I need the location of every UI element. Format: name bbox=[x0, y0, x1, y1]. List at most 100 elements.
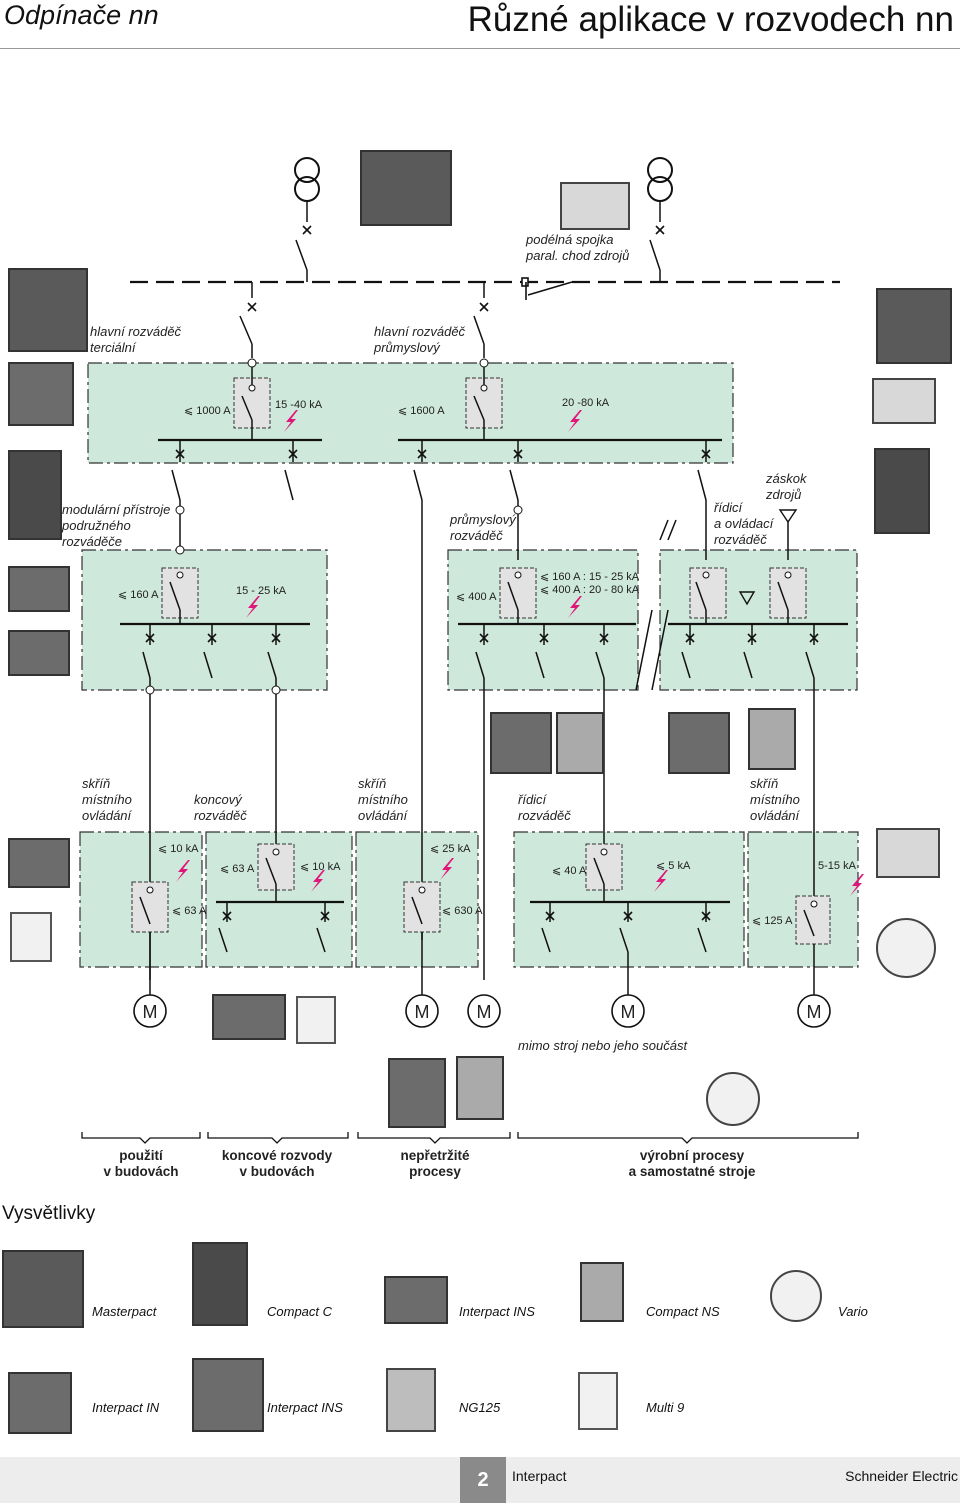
switch-box-160a bbox=[161, 567, 199, 624]
switch-box-40a bbox=[585, 843, 623, 902]
rating-160-400-1: ⩽ 160 A : 15 - 25 kA bbox=[540, 571, 640, 583]
interpact-ins-legend-icon bbox=[384, 1276, 448, 1324]
switch-box-control-b bbox=[769, 567, 807, 624]
page-title: Různé aplikace v rozvodech nn bbox=[467, 0, 954, 39]
interpact-ins-device-icon bbox=[8, 838, 70, 888]
interpact-ins-device-icon bbox=[388, 1058, 446, 1128]
transfer-label-1: záskok bbox=[765, 471, 808, 486]
legend-interpact-ins-2: Interpact INS bbox=[267, 1400, 343, 1415]
interpact-ins-device-icon bbox=[212, 994, 286, 1040]
transfer-triangle-icon bbox=[738, 591, 756, 606]
switch-box-63a-terminal bbox=[257, 843, 295, 902]
footer-brand: Interpact bbox=[512, 1468, 567, 1484]
motor-icon bbox=[133, 994, 831, 1028]
source-transfer-icon bbox=[778, 509, 798, 524]
local-1-label-2: místního bbox=[82, 792, 132, 807]
rating-160-400-2: ⩽ 400 A : 20 - 80 kA bbox=[540, 584, 640, 596]
local-3-label-3: ovládání bbox=[750, 808, 801, 823]
local-1-label-1: skříň bbox=[82, 776, 110, 791]
page-number: 2 bbox=[460, 1457, 506, 1503]
industrial-label-1: průmyslový bbox=[449, 512, 517, 527]
rating-15-40ka: 15 -40 kA bbox=[275, 399, 323, 411]
masterpact-legend-icon bbox=[2, 1250, 84, 1328]
interpact-ins-device-icon bbox=[872, 378, 936, 424]
vario-legend-icon bbox=[770, 1270, 822, 1322]
interpact-in-device-icon bbox=[8, 362, 74, 426]
main-prum-label-2: průmyslový bbox=[373, 340, 441, 355]
compact-c-legend-icon bbox=[192, 1242, 248, 1326]
switch-box-400a bbox=[499, 567, 537, 624]
legend-compact-ns: Compact NS bbox=[646, 1304, 720, 1319]
category-4-line-2: a samostatné stroje bbox=[629, 1164, 756, 1179]
local-2-label-1: skříň bbox=[358, 776, 386, 791]
motor-label: M bbox=[807, 1002, 822, 1022]
category-2-line-1: koncové rozvody bbox=[222, 1148, 333, 1163]
multi9-device-icon bbox=[296, 996, 336, 1044]
category-2-line-2: v budovách bbox=[239, 1164, 314, 1179]
multi9-legend-icon bbox=[578, 1372, 618, 1430]
terminal-label-2: rozváděč bbox=[194, 808, 247, 823]
switch-box-1600a bbox=[465, 367, 503, 440]
category-3-line-1: nepřetržité bbox=[400, 1148, 470, 1163]
masterpact-device-icon bbox=[360, 150, 452, 226]
compact-c-device-icon bbox=[8, 450, 62, 540]
local-3-label-1: skříň bbox=[750, 776, 778, 791]
rating-125a: ⩽ 125 A bbox=[752, 915, 793, 927]
coupler-label-1: podélná spojka bbox=[525, 232, 613, 247]
control-label-2: a ovládací bbox=[714, 516, 775, 531]
motor-label: M bbox=[143, 1002, 158, 1022]
local-2-label-3: ovládání bbox=[358, 808, 409, 823]
switch-box-control-a bbox=[689, 567, 727, 624]
panel-industrial bbox=[447, 549, 639, 691]
legend-ng125: NG125 bbox=[459, 1400, 501, 1415]
control-2-label-2: rozváděč bbox=[518, 808, 571, 823]
rating-1000a: ⩽ 1000 A bbox=[184, 405, 231, 417]
legend-interpact-in: Interpact IN bbox=[92, 1400, 160, 1415]
category-3-line-2: procesy bbox=[409, 1164, 461, 1179]
rating-25ka: ⩽ 25 kA bbox=[430, 843, 471, 855]
legend-vario: Vario bbox=[838, 1304, 868, 1319]
modular-label-3: rozváděče bbox=[62, 534, 122, 549]
category-4-line-1: výrobní procesy bbox=[640, 1148, 745, 1163]
category-1-line-1: použití bbox=[119, 1148, 164, 1163]
panel-terminal bbox=[205, 831, 353, 968]
switch-box-1000a bbox=[233, 367, 271, 440]
compact-c-device-icon bbox=[874, 448, 930, 534]
legend-multi9: Multi 9 bbox=[646, 1400, 685, 1415]
rating-10ka-a: ⩽ 10 kA bbox=[158, 843, 199, 855]
rating-63a-b: ⩽ 63 A bbox=[220, 863, 255, 875]
interpact-ins-device-icon bbox=[668, 712, 730, 774]
outside-machine-label: mimo stroj nebo jeho součást bbox=[518, 1038, 688, 1053]
rating-400a: ⩽ 400 A bbox=[456, 591, 497, 603]
drop-lines bbox=[239, 282, 485, 358]
transfer-label-2: zdrojů bbox=[765, 487, 801, 502]
compact-ns-device-icon bbox=[456, 1056, 504, 1120]
header-divider bbox=[0, 48, 960, 49]
rating-160a: ⩽ 160 A bbox=[118, 589, 159, 601]
compact-ns-device-icon bbox=[748, 708, 796, 770]
legend-masterpact: Masterpact bbox=[92, 1304, 157, 1319]
vario-device-icon bbox=[706, 1072, 760, 1126]
motor-label: M bbox=[477, 1002, 492, 1022]
local-1-label-3: ovládání bbox=[82, 808, 133, 823]
industrial-label-2: rozváděč bbox=[450, 528, 503, 543]
interpact-ins-device-icon bbox=[490, 712, 552, 774]
coupler-label-2: paral. chod zdrojů bbox=[525, 248, 629, 263]
rating-10ka-b: ⩽ 10 kA bbox=[300, 861, 341, 873]
rating-63a-a: ⩽ 63 A bbox=[172, 905, 207, 917]
footer-company: Schneider Electric bbox=[845, 1468, 958, 1484]
panel-sub-distribution bbox=[81, 549, 328, 691]
motor-label: M bbox=[415, 1002, 430, 1022]
interpact-ins-device-icon bbox=[876, 828, 940, 878]
control-label-1: řídicí bbox=[714, 500, 744, 515]
category-brackets bbox=[81, 1132, 859, 1144]
masterpact-device-icon bbox=[8, 268, 88, 352]
local-2-label-2: místního bbox=[358, 792, 408, 807]
legend-compact-c: Compact C bbox=[267, 1304, 333, 1319]
vario-device-icon bbox=[876, 918, 936, 978]
masterpact-device-icon bbox=[876, 288, 952, 364]
compact-ns-legend-icon bbox=[580, 1262, 624, 1322]
multi9-device-icon bbox=[10, 912, 52, 962]
interpact-ins-device-icon bbox=[560, 182, 630, 230]
switch-box-125a bbox=[795, 895, 831, 945]
